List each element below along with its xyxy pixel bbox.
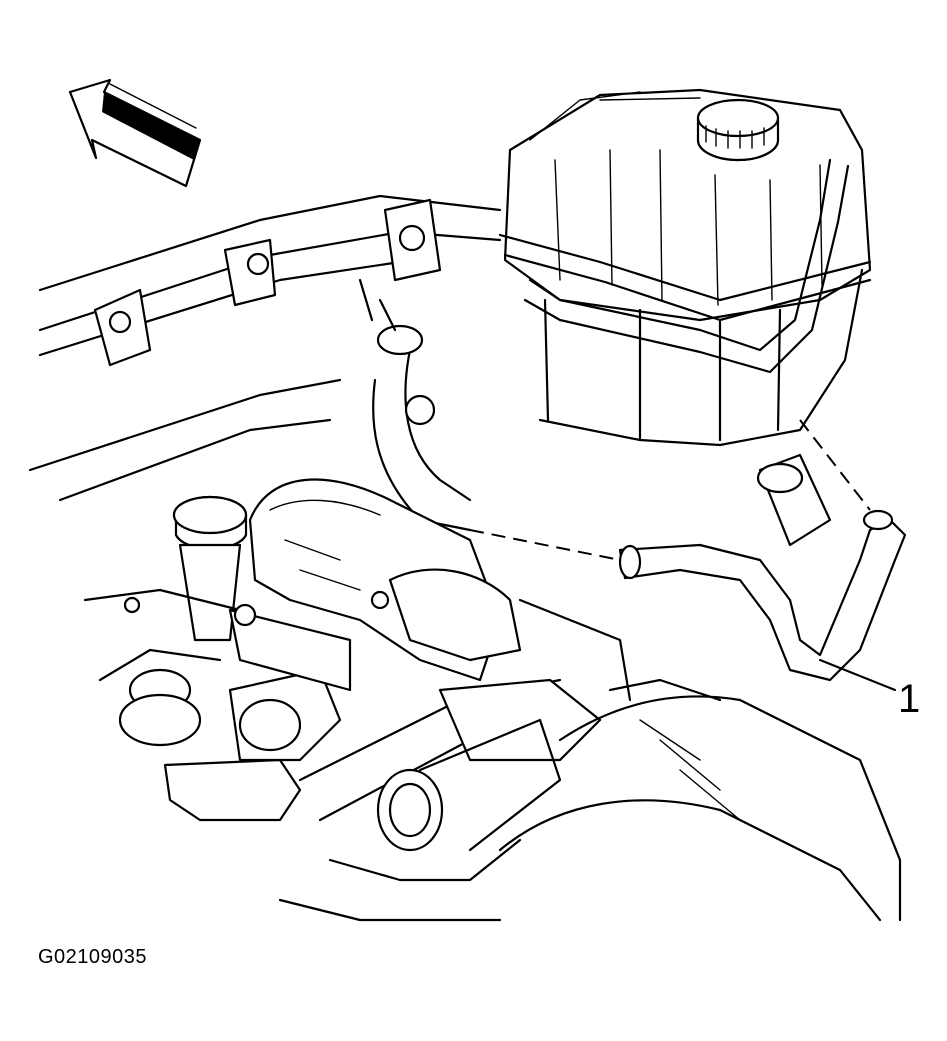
coolant-hose-callout-1: [618, 453, 907, 682]
reservoir-overflow-hose: [523, 158, 850, 374]
hose-routing-dashed-line: [469, 529, 621, 561]
engine-block: [83, 588, 390, 822]
callout-label: 1: [898, 677, 920, 721]
oil-fill-tube: [172, 495, 248, 642]
coolant-reservoir: [498, 88, 872, 447]
figure-id: G02109035: [38, 946, 148, 968]
reservoir-cap: [696, 98, 780, 162]
callout-leader-line: [818, 658, 897, 692]
forward-arrow-icon: [68, 78, 202, 188]
hose-connector-dashed-line: [799, 419, 871, 511]
radiator-support: [28, 194, 502, 502]
air-intake-duct: [248, 478, 522, 682]
upper-radiator-hose: [358, 278, 472, 532]
engine-right-side: [278, 678, 902, 922]
